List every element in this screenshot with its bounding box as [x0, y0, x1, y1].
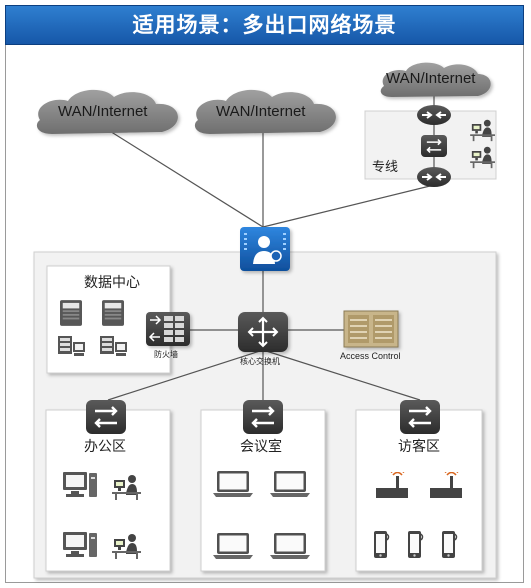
router-icon	[416, 166, 452, 188]
data-center-label: 数据中心	[84, 274, 140, 290]
meeting-room-label: 会议室	[240, 438, 282, 454]
switch-icon	[243, 400, 283, 434]
laptop-icon	[213, 471, 253, 497]
server-icon	[60, 300, 82, 326]
access-control-appliance-icon	[343, 310, 399, 348]
cloud-label: WAN/Internet	[216, 103, 306, 120]
laptop-icon	[270, 471, 310, 497]
smartphone-icon	[407, 530, 424, 559]
laptop-icon	[270, 533, 310, 559]
cloud-label: WAN/Internet	[386, 70, 476, 87]
cloud-icon	[194, 89, 336, 134]
firewall-icon	[146, 312, 190, 346]
firewall-label: 防火墙	[154, 350, 178, 359]
smartphone-icon	[441, 530, 458, 559]
dedicated-line-label: 专线	[372, 159, 399, 174]
office-zone-label: 办公区	[84, 438, 126, 454]
switch-icon	[421, 134, 447, 158]
core-switch-icon	[238, 312, 288, 352]
user-gateway-icon	[240, 227, 290, 271]
page-title: 适用场景：多出口网络场景	[5, 5, 524, 45]
cloud-label: WAN/Internet	[58, 103, 148, 120]
visitor-zone-label: 访客区	[398, 438, 440, 454]
server-icon	[102, 300, 124, 326]
diagram-frame	[5, 45, 524, 583]
cloud-icon	[380, 62, 491, 97]
core-switch-label: 核心交换机	[240, 357, 280, 366]
office-zone-panel	[45, 409, 171, 572]
access-control-label: Access Control	[340, 351, 401, 361]
smartphone-icon	[373, 530, 390, 559]
router-icon	[416, 104, 452, 126]
cloud-icon	[36, 89, 178, 134]
switch-icon	[400, 400, 440, 434]
laptop-icon	[213, 533, 253, 559]
switch-icon	[86, 400, 126, 434]
